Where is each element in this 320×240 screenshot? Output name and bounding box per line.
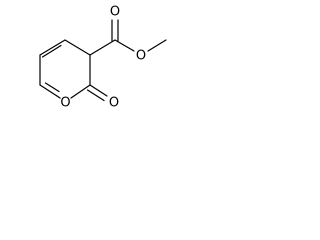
bond-c5-c6-double [44,82,60,93]
ester-ether-oxygen-label: O [136,49,146,64]
bond-c6-o1 [56,95,61,99]
chemical-structure-diagram: O O O O [39,5,167,111]
bond-c5-c6 [39,84,58,97]
lactone-carbonyl-oxygen-label: O [109,96,119,111]
bond-c3-ring-top [64,39,91,56]
bond-c2-o-exo [89,84,108,97]
bond-c3-c4 [39,39,66,56]
pyranone-ring [39,39,91,99]
atom-labels: O O O O [60,5,146,111]
bond-c2-o-exo-double [86,89,105,102]
bond-c3-c4-double [41,44,62,58]
ring-oxygen-label: O [60,96,70,111]
bond-ring-to-ester-carbon [89,39,116,56]
lactone-carbonyl [86,84,108,102]
bond-ether-o-to-methyl [147,39,167,52]
bond-ester-c-to-ether-o [114,39,135,52]
methyl-ester-group [89,19,167,56]
ester-carbonyl-oxygen-label: O [110,5,120,20]
bond-o1-c2 [70,84,91,99]
